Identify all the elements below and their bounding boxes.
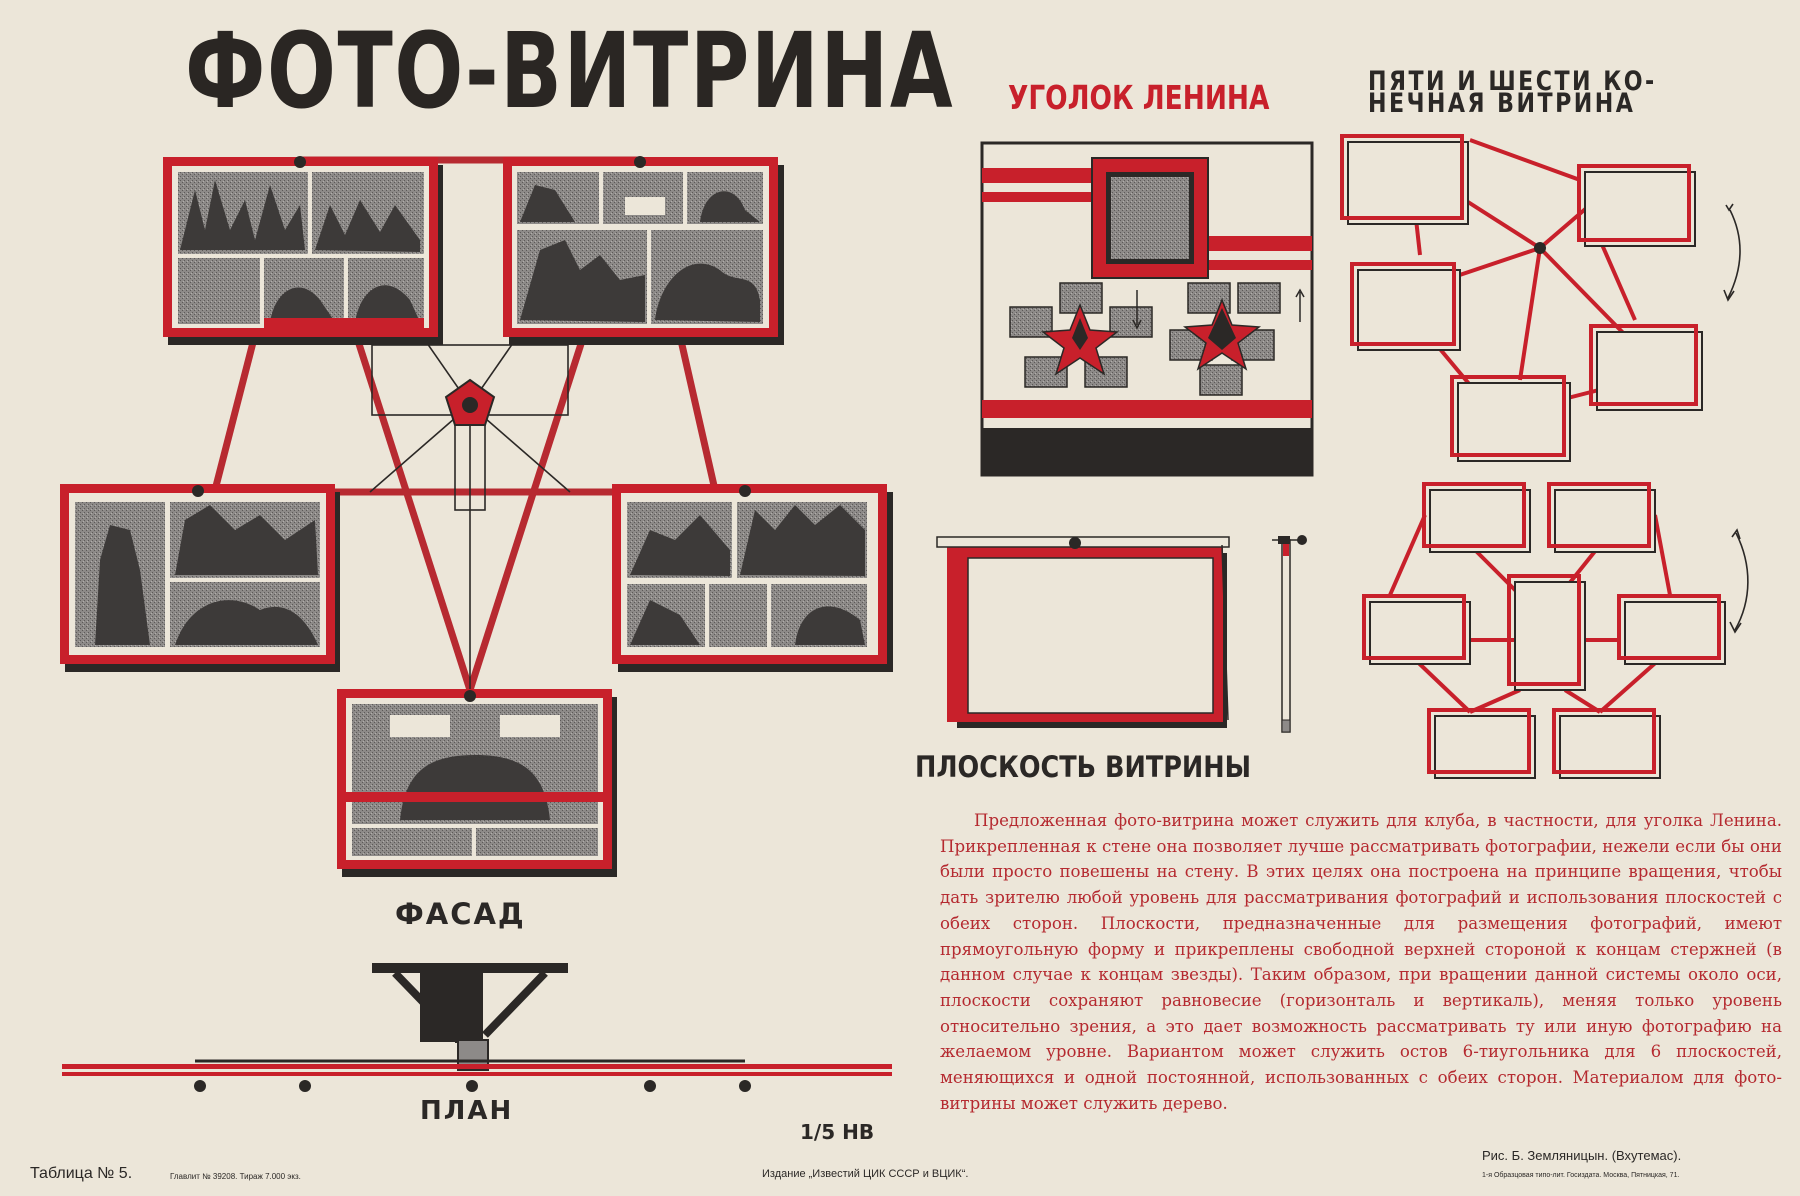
lenin-corner-diagram [980,141,1314,477]
multi-heading-line2: НЕЧНАЯ ВИТРИНА [1368,88,1636,119]
corner-heading: УГОЛОК ЛЕНИНА [1008,78,1270,117]
multi-heading-line1: ПЯТИ И ШЕСТИ КО- [1368,66,1657,97]
six-panel-diagram [1362,482,1749,779]
plan-view [62,963,892,1092]
facade-panel-mid-right [612,484,893,672]
vitrine-plane-diagram [936,535,1307,733]
page-title: ФОТО-ВИТРИНА [185,10,955,132]
footer-printer: 1-я Образцовая типо-лит. Госиздата. Моск… [1482,1172,1680,1179]
five-panel-diagram [1340,134,1741,462]
plan-heading: ПЛАН [420,1096,514,1126]
footer-author: Рис. Б. Земляницын. (Вхутемас). [1482,1148,1682,1163]
scale-mark: 1/5 НВ [800,1120,875,1144]
footer-table-number: Таблица № 5. [30,1165,133,1182]
facade-panel-top-right [503,156,784,345]
facade-panel-mid-left [60,484,340,672]
hub-icon [444,378,496,426]
facade-panel-bottom [337,689,617,877]
footer-publisher: Издание „Известий ЦИК СССР и ВЦИК“. [762,1168,969,1180]
footer-glavlit: Главлит № 39208. Тираж 7.000 экз. [170,1172,301,1181]
plane-heading: ПЛОСКОСТЬ ВИТРИНЫ [915,750,1252,784]
facade-panel-top-left [163,156,443,345]
description-text: Предложенная фото-витрина может служить … [940,811,1782,1113]
facade-heading: ФАСАД [395,897,526,931]
